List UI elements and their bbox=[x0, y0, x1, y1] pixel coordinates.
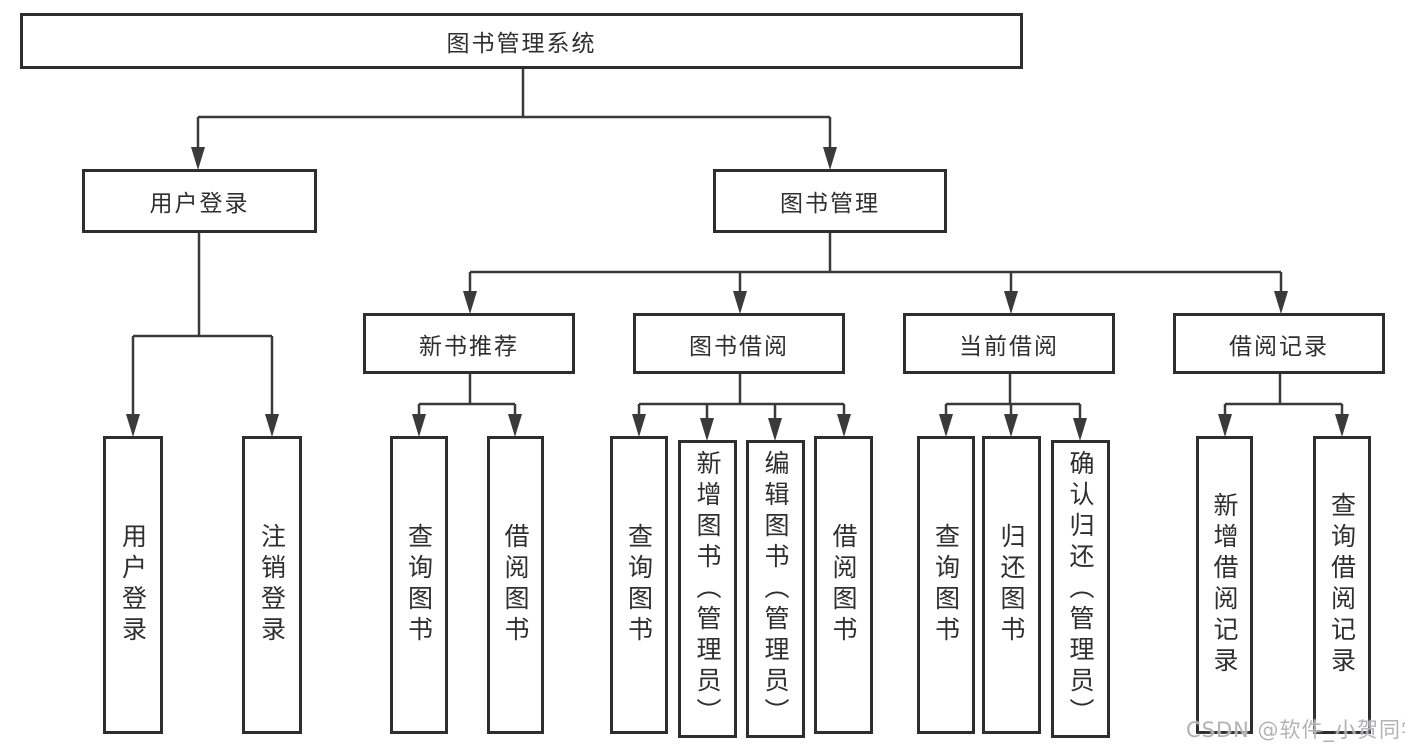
leaf-query-borrow-record: 查询借阅记录 bbox=[1313, 436, 1371, 734]
leaf-borrow-books-recommend: 借阅图书 bbox=[487, 436, 544, 734]
node-label: 新增借阅记录 bbox=[1210, 492, 1239, 678]
node-user-login: 用户登录 bbox=[82, 169, 317, 233]
node-label: 查询图书 bbox=[931, 523, 961, 647]
node-book-management: 图书管理 bbox=[713, 169, 947, 233]
leaf-return-books: 归还图书 bbox=[982, 436, 1041, 734]
node-label: 归还图书 bbox=[997, 523, 1026, 647]
node-new-book-recommend: 新书推荐 bbox=[363, 313, 575, 374]
node-label: 图书借阅 bbox=[689, 333, 789, 360]
node-label: 编辑图书（管理员） bbox=[761, 449, 790, 729]
node-label: 借阅图书 bbox=[501, 523, 530, 647]
leaf-add-books-admin: 新增图书（管理员） bbox=[678, 440, 737, 738]
leaf-user-login: 用户登录 bbox=[103, 436, 163, 734]
node-library-system: 图书管理系统 bbox=[20, 13, 1023, 69]
leaf-query-books-current: 查询图书 bbox=[917, 436, 975, 734]
node-label: 借阅图书 bbox=[829, 523, 858, 647]
node-book-borrow: 图书借阅 bbox=[633, 313, 845, 374]
node-label: 查询借阅记录 bbox=[1327, 492, 1357, 678]
node-label: 新书推荐 bbox=[419, 333, 519, 360]
node-label: 新增图书（管理员） bbox=[693, 449, 722, 729]
node-label: 用户登录 bbox=[118, 523, 148, 647]
node-label: 确认归还（管理员） bbox=[1066, 449, 1095, 729]
leaf-query-books-recommend: 查询图书 bbox=[390, 436, 448, 734]
node-label: 注销登录 bbox=[257, 523, 287, 647]
node-label: 图书管理系统 bbox=[446, 31, 597, 57]
leaf-query-books: 查询图书 bbox=[610, 436, 668, 734]
node-label: 图书管理 bbox=[780, 191, 880, 217]
leaf-borrow-books: 借阅图书 bbox=[814, 436, 873, 734]
leaf-add-borrow-record: 新增借阅记录 bbox=[1196, 436, 1253, 734]
node-label: 查询图书 bbox=[404, 523, 434, 647]
csdn-watermark: CSDN @软件_小贺同学 bbox=[1186, 718, 1405, 742]
node-label: 借阅记录 bbox=[1229, 333, 1329, 360]
node-borrow-records: 借阅记录 bbox=[1173, 313, 1385, 374]
leaf-logout: 注销登录 bbox=[242, 436, 302, 734]
node-label: 用户登录 bbox=[149, 191, 250, 217]
node-current-borrow: 当前借阅 bbox=[903, 313, 1115, 374]
node-label: 查询图书 bbox=[624, 523, 654, 647]
node-label: 当前借阅 bbox=[959, 333, 1059, 360]
leaf-edit-books-admin: 编辑图书（管理员） bbox=[746, 440, 805, 738]
leaf-confirm-return-admin: 确认归还（管理员） bbox=[1051, 440, 1110, 738]
